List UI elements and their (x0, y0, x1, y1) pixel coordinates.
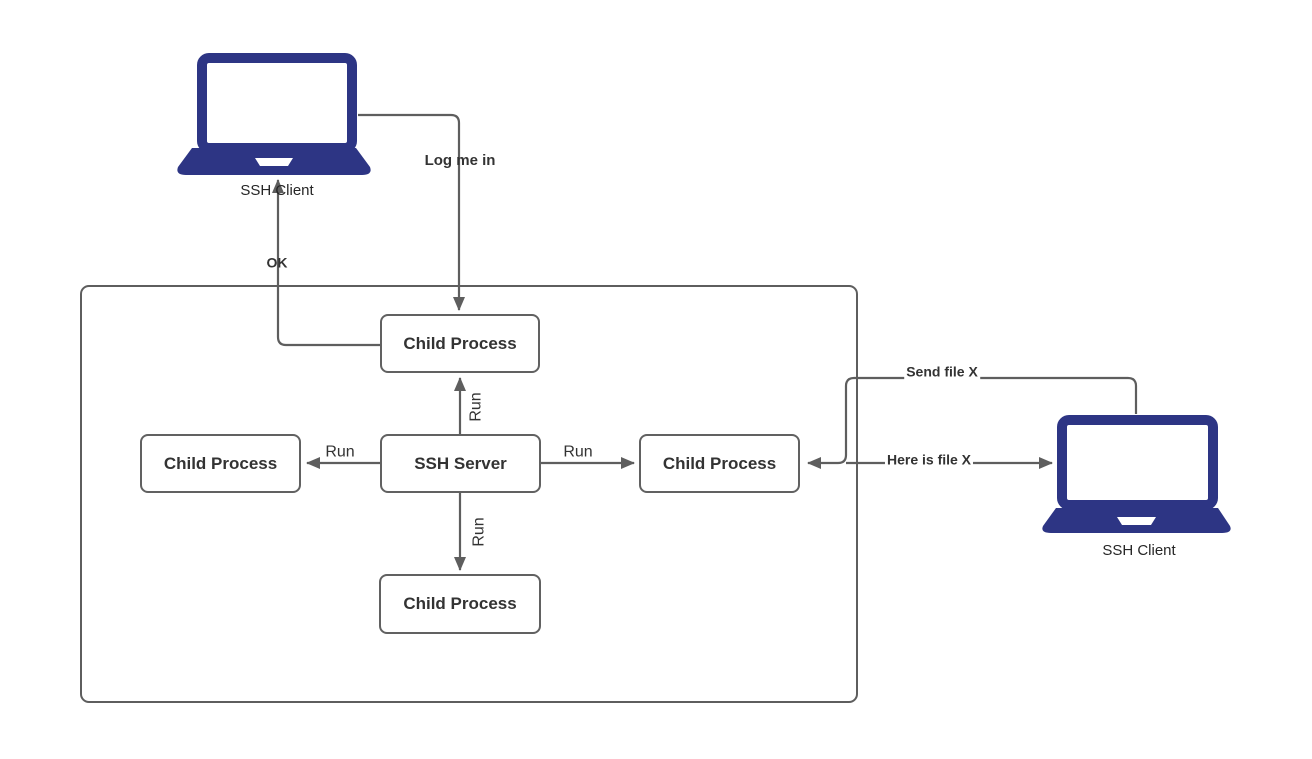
edge-label-run-left: Run (325, 443, 355, 461)
edge-label-send-file: Send file X (904, 363, 980, 381)
edge-label-run-up: Run (467, 392, 485, 422)
node-child-process-left: Child Process (140, 434, 301, 493)
node-child-process-right: Child Process (639, 434, 800, 493)
edge-send-file (807, 376, 1138, 469)
node-ssh-server: SSH Server (380, 434, 541, 493)
edge-label-run-down: Run (470, 517, 488, 547)
laptop-icon-right (1042, 415, 1231, 533)
node-child-process-top: Child Process (380, 314, 540, 373)
edge-label-here-is-file: Here is file X (884, 451, 974, 469)
edge-label-ok: OK (266, 254, 288, 271)
edge-log-me-in (358, 113, 465, 311)
edge-ok (272, 179, 380, 347)
edge-label-run-right: Run (563, 443, 593, 461)
label-ssh-client-right: SSH Client (1102, 542, 1176, 559)
laptop-icon-left (177, 53, 371, 175)
label-ssh-client-left: SSH Client (240, 182, 314, 199)
node-child-process-bottom: Child Process (379, 574, 541, 634)
edge-label-log-me-in: Log me in (424, 152, 496, 169)
server-boundary-box (80, 285, 858, 703)
